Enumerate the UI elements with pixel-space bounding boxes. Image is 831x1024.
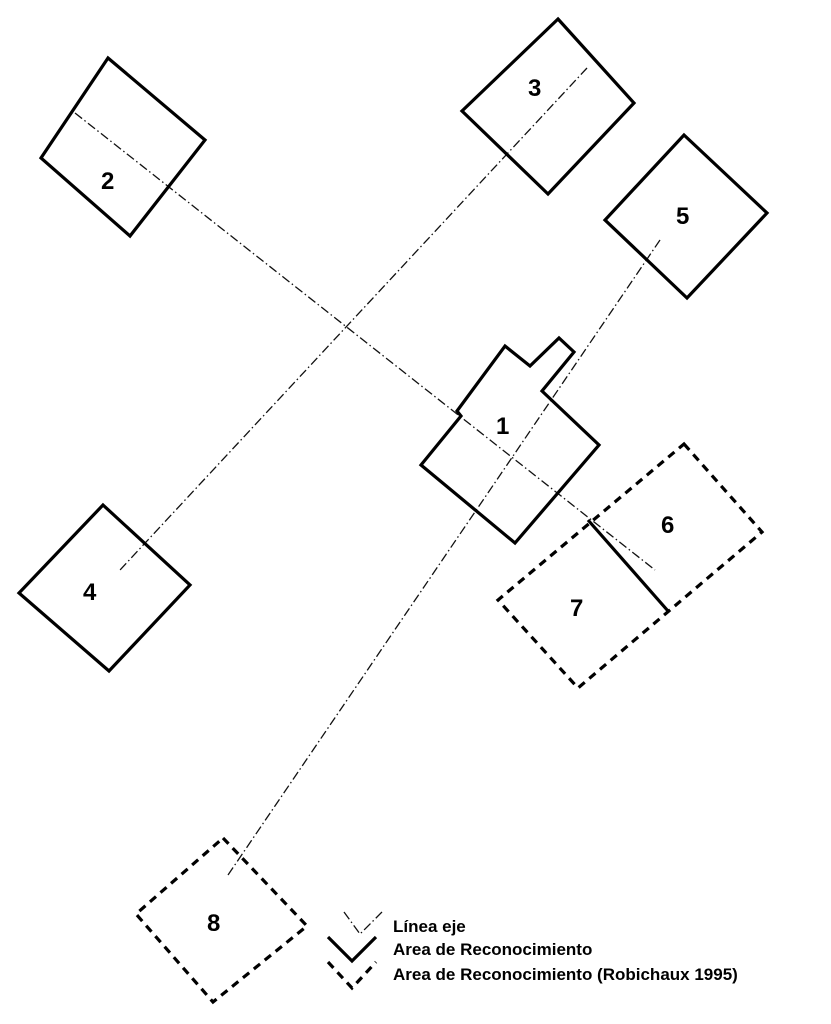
axis-lines [74,67,661,876]
legend-dashed-symbol [326,960,378,991]
axis-line-5-8 [227,239,661,876]
survey-areas-robichaux [133,441,765,1005]
survey-areas [16,16,770,674]
label-5: 5 [676,203,689,230]
area-3 [459,16,637,197]
area-4 [16,502,193,674]
area-1 [418,335,602,546]
legend-axis-label: Línea eje [393,917,466,936]
label-1: 1 [496,413,509,440]
legend-solid-label: Area de Reconocimiento [393,940,592,959]
label-3: 3 [528,75,541,102]
area-6-7-divider [586,518,670,613]
legend-dashed-label: Area de Reconocimiento (Robichaux 1995) [393,965,738,984]
axis-line-2-6 [74,112,656,571]
label-4: 4 [83,579,97,606]
legend-solid-symbol [326,935,378,964]
label-6: 6 [661,512,674,539]
area-2 [38,55,208,239]
label-7: 7 [570,595,583,622]
axis-line-3-4 [119,67,588,571]
area-5 [602,132,770,301]
area-labels: 1 2 3 4 5 6 7 8 [83,75,689,937]
legend-axis-symbol [343,911,383,935]
legend: Línea eje Area de Reconocimiento Area de… [326,911,738,991]
label-2: 2 [101,168,114,195]
area-8 [133,835,310,1005]
label-8: 8 [207,910,220,937]
